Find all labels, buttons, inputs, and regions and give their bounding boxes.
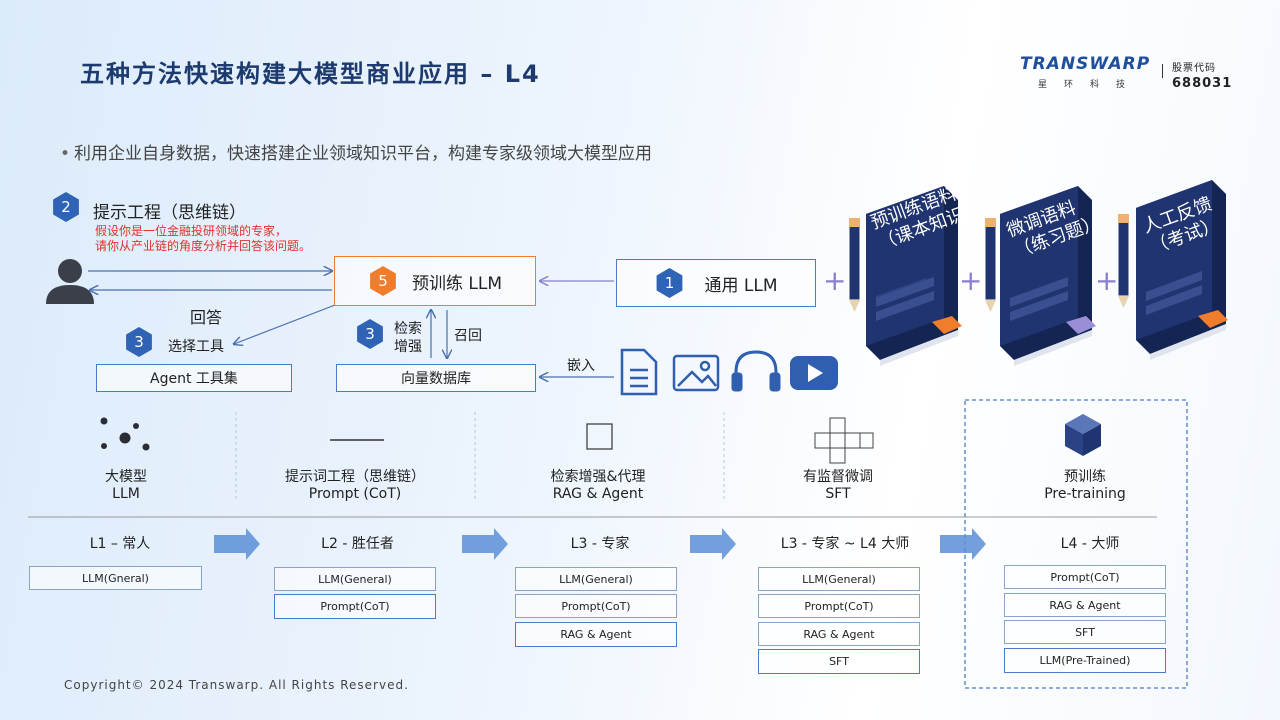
l3-item-prompt: Prompt(CoT) bbox=[515, 594, 677, 618]
l3l4-item-prompt: Prompt(CoT) bbox=[758, 594, 920, 618]
step-badge-prompt: 2 bbox=[53, 192, 79, 222]
square-icon bbox=[586, 423, 613, 450]
l4-item-llm-pretrained: LLM(Pre-Trained) bbox=[1004, 648, 1166, 673]
l4-item-prompt: Prompt(CoT) bbox=[1004, 565, 1166, 589]
column-rag-en: RAG & Agent bbox=[552, 486, 644, 502]
plus-sign-1: + bbox=[823, 264, 847, 297]
book-icon-3 bbox=[1136, 180, 1228, 360]
column-pretraining-zh: 预训练 bbox=[1064, 469, 1106, 485]
column-sft-zh: 有监督微调 bbox=[803, 469, 873, 485]
column-label-sft: 有监督微调 SFT bbox=[778, 469, 898, 503]
video-play-icon bbox=[790, 356, 838, 390]
step-badge-general: 1 bbox=[656, 268, 683, 298]
cross-grid-icon bbox=[814, 417, 874, 464]
answer-label: 回答 bbox=[190, 308, 223, 327]
column-prompt-en: Prompt (CoT) bbox=[308, 486, 402, 502]
l4-item-sft: SFT bbox=[1004, 620, 1166, 644]
l4-item-rag: RAG & Agent bbox=[1004, 593, 1166, 617]
bullet-text: 利用企业自身数据，快速搭建企业领域知识平台，构建专家级领域大模型应用 bbox=[74, 144, 652, 164]
dots-icon bbox=[100, 417, 150, 451]
plus-sign-2: + bbox=[959, 264, 983, 297]
l2-item-llm: LLM(General) bbox=[274, 567, 436, 591]
l3l4-item-rag: RAG & Agent bbox=[758, 622, 920, 646]
transwarp-logo: TRANSWARP 星环科技 bbox=[1020, 54, 1150, 90]
book-icon-1 bbox=[866, 186, 962, 366]
level-title-l4: L4 - 大师 bbox=[1060, 536, 1120, 552]
level-title-l1: L1 – 常人 bbox=[89, 536, 151, 552]
level-title-l2: L2 - 胜任者 bbox=[321, 536, 394, 552]
rag-label-1: 检索 bbox=[394, 321, 422, 337]
bullet-dot-icon: • bbox=[60, 144, 71, 164]
stock-label: 股票代码 bbox=[1172, 63, 1216, 74]
page-title: 五种方法快速构建大模型商业应用 – L4 bbox=[80, 60, 541, 88]
book-icon-2 bbox=[1000, 186, 1096, 366]
recall-label: 召回 bbox=[454, 328, 482, 344]
prompt-example-line1: 假设你是一位金融投研领域的专家， bbox=[95, 224, 288, 238]
stock-info: 股票代码 688031 bbox=[1172, 59, 1232, 91]
plus-sign-3: + bbox=[1095, 264, 1119, 297]
column-llm-zh: 大模型 bbox=[105, 469, 147, 485]
column-sft-en: SFT bbox=[825, 486, 851, 502]
l3-item-llm: LLM(General) bbox=[515, 567, 677, 591]
image-icon bbox=[672, 354, 720, 392]
level-title-l3: L3 - 专家 bbox=[570, 536, 630, 552]
pencil-icons bbox=[848, 214, 1130, 312]
general-llm-label: 通用 LLM bbox=[704, 275, 778, 296]
level-title-l3-l4: L3 - 专家 ~ L4 大师 bbox=[780, 536, 910, 552]
pretrain-llm-box: 5 预训练 LLM bbox=[334, 256, 536, 306]
vector-db-box: 向量数据库 bbox=[336, 364, 536, 392]
book-stripes bbox=[876, 271, 1202, 321]
l2-item-prompt: Prompt(CoT) bbox=[274, 594, 436, 619]
pretrain-llm-label: 预训练 LLM bbox=[411, 273, 502, 294]
l3l4-item-llm: LLM(General) bbox=[758, 567, 920, 591]
rag-label-2: 增强 bbox=[394, 339, 422, 355]
column-rag-zh: 检索增强&代理 bbox=[550, 469, 646, 485]
column-prompt-zh: 提示词工程（思维链） bbox=[285, 469, 425, 485]
prompt-title: 提示工程（思维链） bbox=[93, 203, 246, 223]
logo-text: TRANSWARP bbox=[1020, 54, 1151, 74]
embed-label: 嵌入 bbox=[567, 358, 595, 374]
tool-label: 选择工具 bbox=[168, 339, 224, 355]
cube-icon bbox=[1065, 414, 1101, 456]
stock-code: 688031 bbox=[1172, 76, 1233, 91]
logo-subtext: 星环科技 bbox=[1038, 80, 1143, 90]
column-label-llm: 大模型 LLM bbox=[66, 469, 186, 503]
column-llm-en: LLM bbox=[112, 486, 140, 502]
logo-divider bbox=[1162, 64, 1163, 78]
l1-item-llm: LLM(Gneral) bbox=[29, 566, 202, 590]
headphones-icon bbox=[731, 350, 781, 392]
agent-toolset-box: Agent 工具集 bbox=[96, 364, 292, 392]
l3-item-rag: RAG & Agent bbox=[515, 622, 677, 647]
l3l4-item-sft: SFT bbox=[758, 649, 920, 674]
column-label-rag: 检索增强&代理 RAG & Agent bbox=[528, 469, 668, 503]
prompt-example-line2: 请你从产业链的角度分析并回答该问题。 bbox=[95, 239, 312, 253]
column-label-prompt: 提示词工程（思维链） Prompt (CoT) bbox=[270, 469, 440, 503]
copyright-footer: Copyright© 2024 Transwarp. All Rights Re… bbox=[64, 678, 409, 692]
column-pretraining-en: Pre-training bbox=[1044, 486, 1126, 502]
bullet-point: •利用企业自身数据，快速搭建企业领域知识平台，构建专家级领域大模型应用 bbox=[60, 139, 652, 164]
column-label-pretraining: 预训练 Pre-training bbox=[1025, 469, 1145, 503]
document-icon bbox=[620, 348, 658, 396]
general-llm-box: 1 通用 LLM bbox=[616, 259, 816, 307]
